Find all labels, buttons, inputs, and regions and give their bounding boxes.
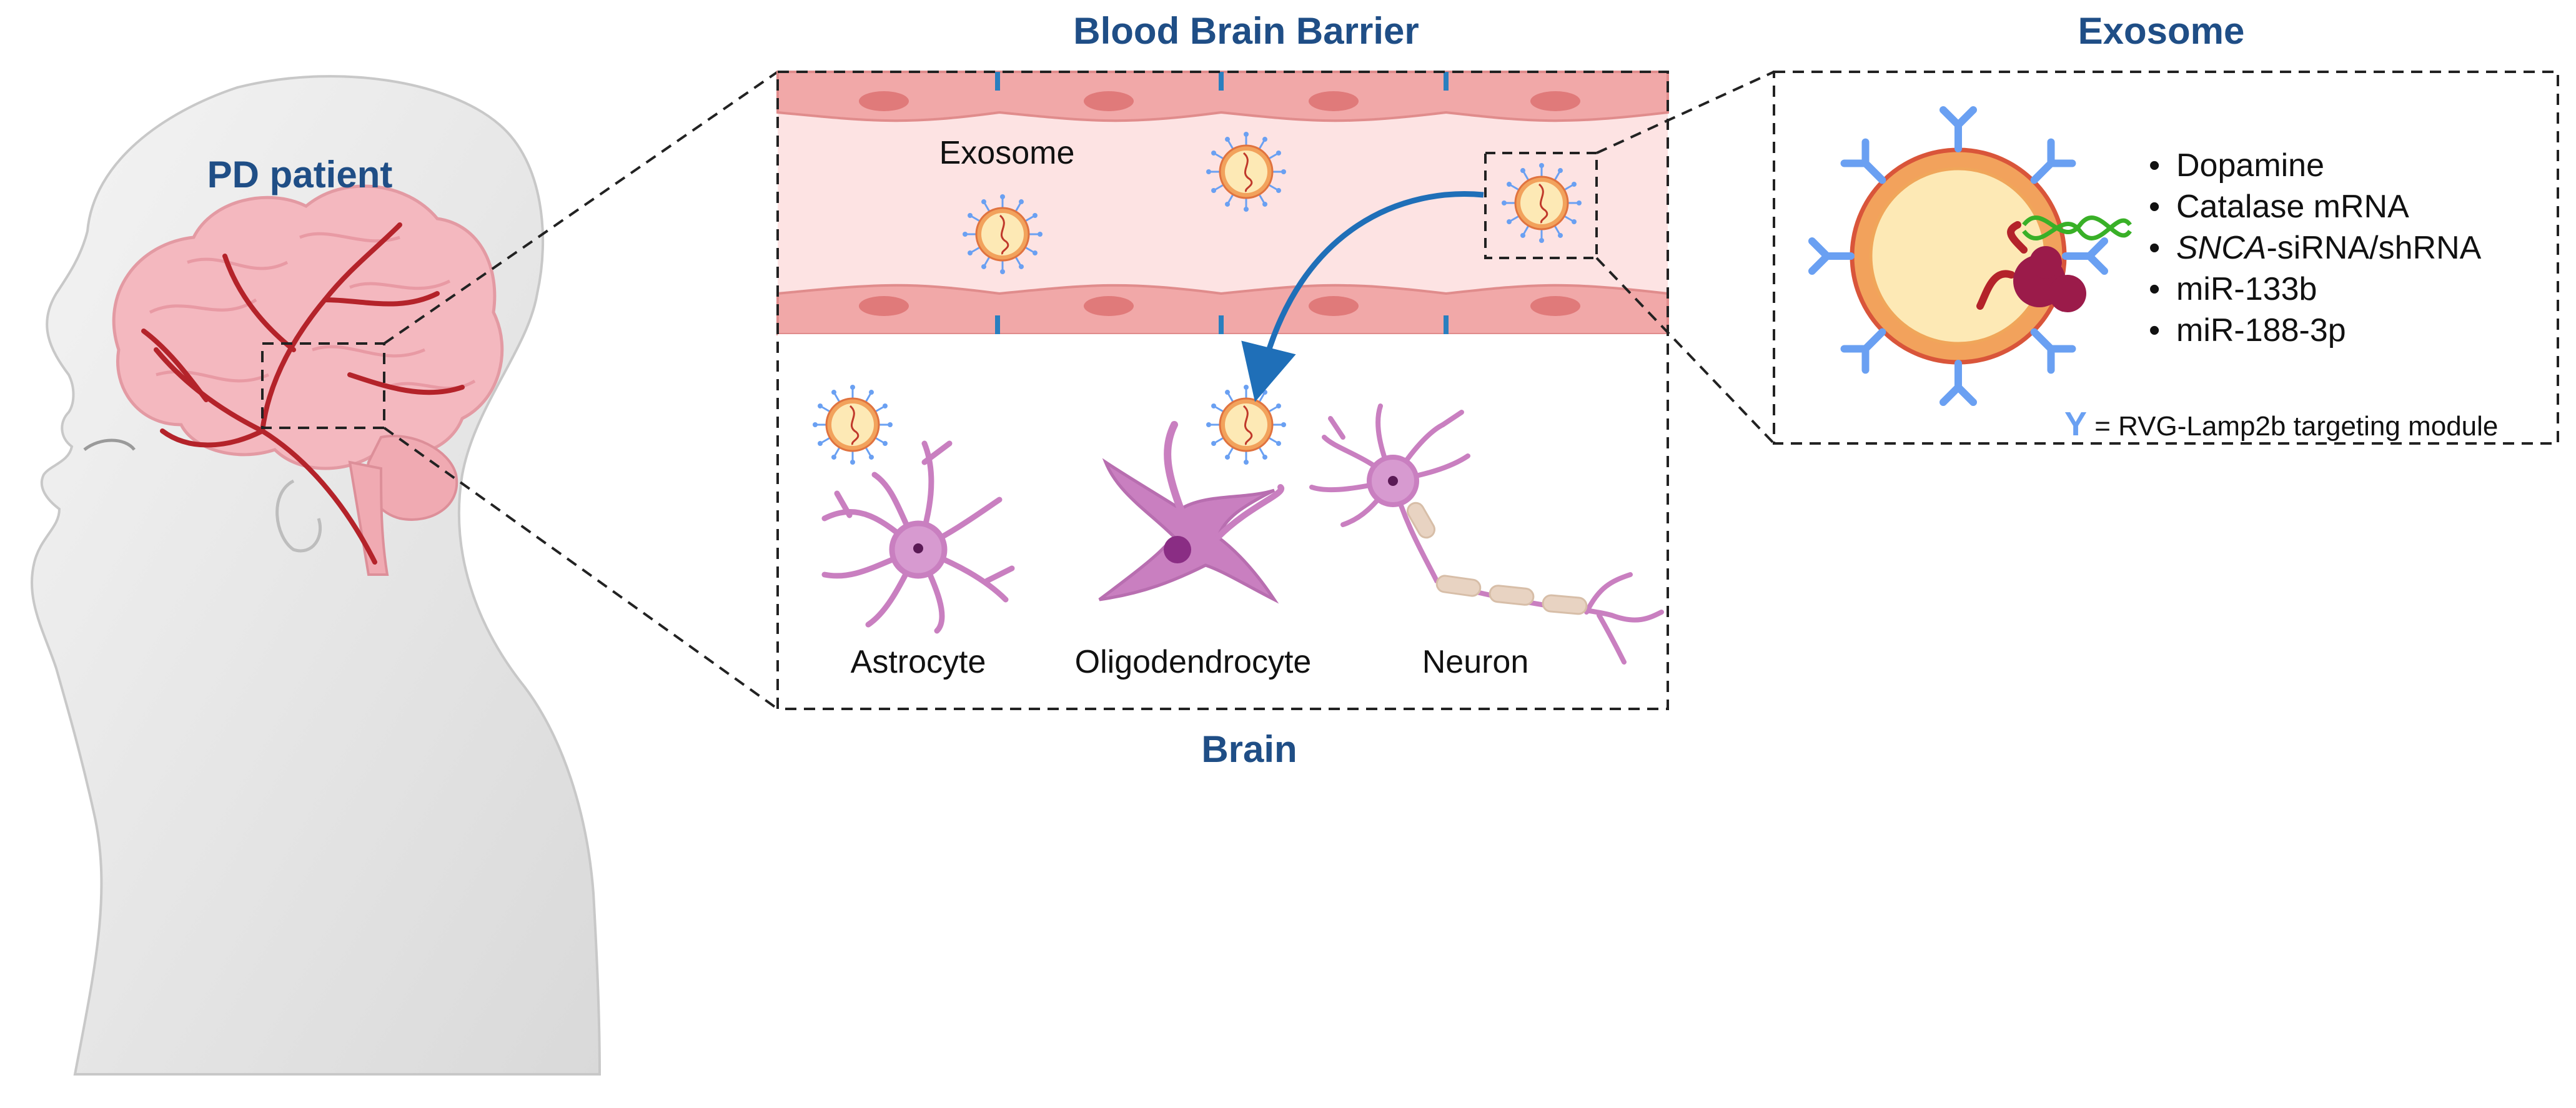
cargo-item-mir133b: •miR-133b: [2149, 271, 2317, 307]
cargo-list: •Dopamine •Catalase mRNA •SNCA-siRNA/shR…: [2149, 145, 2481, 351]
exosome-glyph: [1206, 132, 1286, 212]
exosome-glyph: [963, 194, 1043, 274]
exosome-detail-panel: [1773, 71, 2559, 445]
bbb-panel-border: [776, 71, 1669, 710]
connector-exo-bottom: [1595, 257, 1775, 445]
neuron-cell: [1309, 403, 1664, 665]
endothelial-top: [776, 71, 1669, 122]
ear: [275, 479, 322, 553]
astrocyte-cell: [821, 440, 1015, 634]
exosome-glyph: [1206, 385, 1286, 465]
brain-vessels: [141, 222, 465, 565]
receptor-glyph: [2030, 138, 2076, 184]
bbb-panel: [776, 71, 1669, 710]
transport-arrow: [1241, 191, 1484, 402]
connector-brain-bottom: [383, 427, 779, 710]
receptor-legend: Y = RVG-Lamp2b targeting module: [2064, 405, 2498, 443]
receptor-glyph: [1840, 328, 1886, 374]
receptor-glyph: [1808, 237, 1855, 275]
title-brain: Brain: [1201, 728, 1297, 770]
label-exosome-vessel: Exosome: [939, 135, 1075, 171]
label-astrocyte: Astrocyte: [850, 644, 986, 680]
receptor-legend-symbol: Y: [2064, 405, 2088, 443]
receptor-glyph: [2030, 328, 2076, 374]
eye: [83, 438, 136, 452]
brain-zoom-box: [261, 342, 385, 429]
exosome-glyph: [1502, 163, 1582, 243]
label-oligodendrocyte: Oligodendrocyte: [1074, 644, 1312, 680]
label-neuron: Neuron: [1422, 644, 1529, 680]
vessel-zoom-box: [1484, 152, 1598, 259]
title-exosome: Exosome: [2078, 10, 2245, 52]
receptor-glyph: [1939, 106, 1977, 152]
title-pd-patient: PD patient: [207, 154, 393, 195]
myelin-sheath: [1407, 502, 1588, 615]
dna-helix: [2022, 215, 2132, 240]
exosome-layer: [813, 132, 1582, 465]
receptor-legend-text: = RVG-Lamp2b targeting module: [2094, 411, 2499, 442]
cargo-item-dopamine: •Dopamine: [2149, 147, 2325, 184]
receptor-glyph: [1840, 138, 1886, 184]
cargo-item-snca: •SNCA-siRNA/shRNA: [2149, 230, 2482, 266]
connector-exo-top: [1596, 71, 1775, 154]
cargo-item-catalase: •Catalase mRNA: [2149, 189, 2409, 225]
endothelial-bottom: [776, 284, 1669, 335]
exosome-glyph: [813, 385, 893, 465]
rvg-lamp2b-receptors: [1808, 106, 2108, 406]
exosome-panel-border: [1773, 71, 2559, 445]
brain-stem: [348, 460, 389, 576]
protein-cargo: [1976, 221, 2086, 312]
exosome-lumen: [1869, 167, 2048, 345]
brain: [112, 184, 504, 576]
connector-brain-top: [383, 71, 779, 345]
brain-gyri: [149, 232, 476, 390]
receptor-glyph: [2062, 237, 2108, 275]
title-blood-brain-barrier: Blood Brain Barrier: [1073, 10, 1419, 52]
oligodendrocyte-cell: [1098, 421, 1285, 604]
receptor-glyph: [1939, 360, 1977, 406]
cargo-item-mir188: •miR-188-3p: [2149, 312, 2346, 349]
